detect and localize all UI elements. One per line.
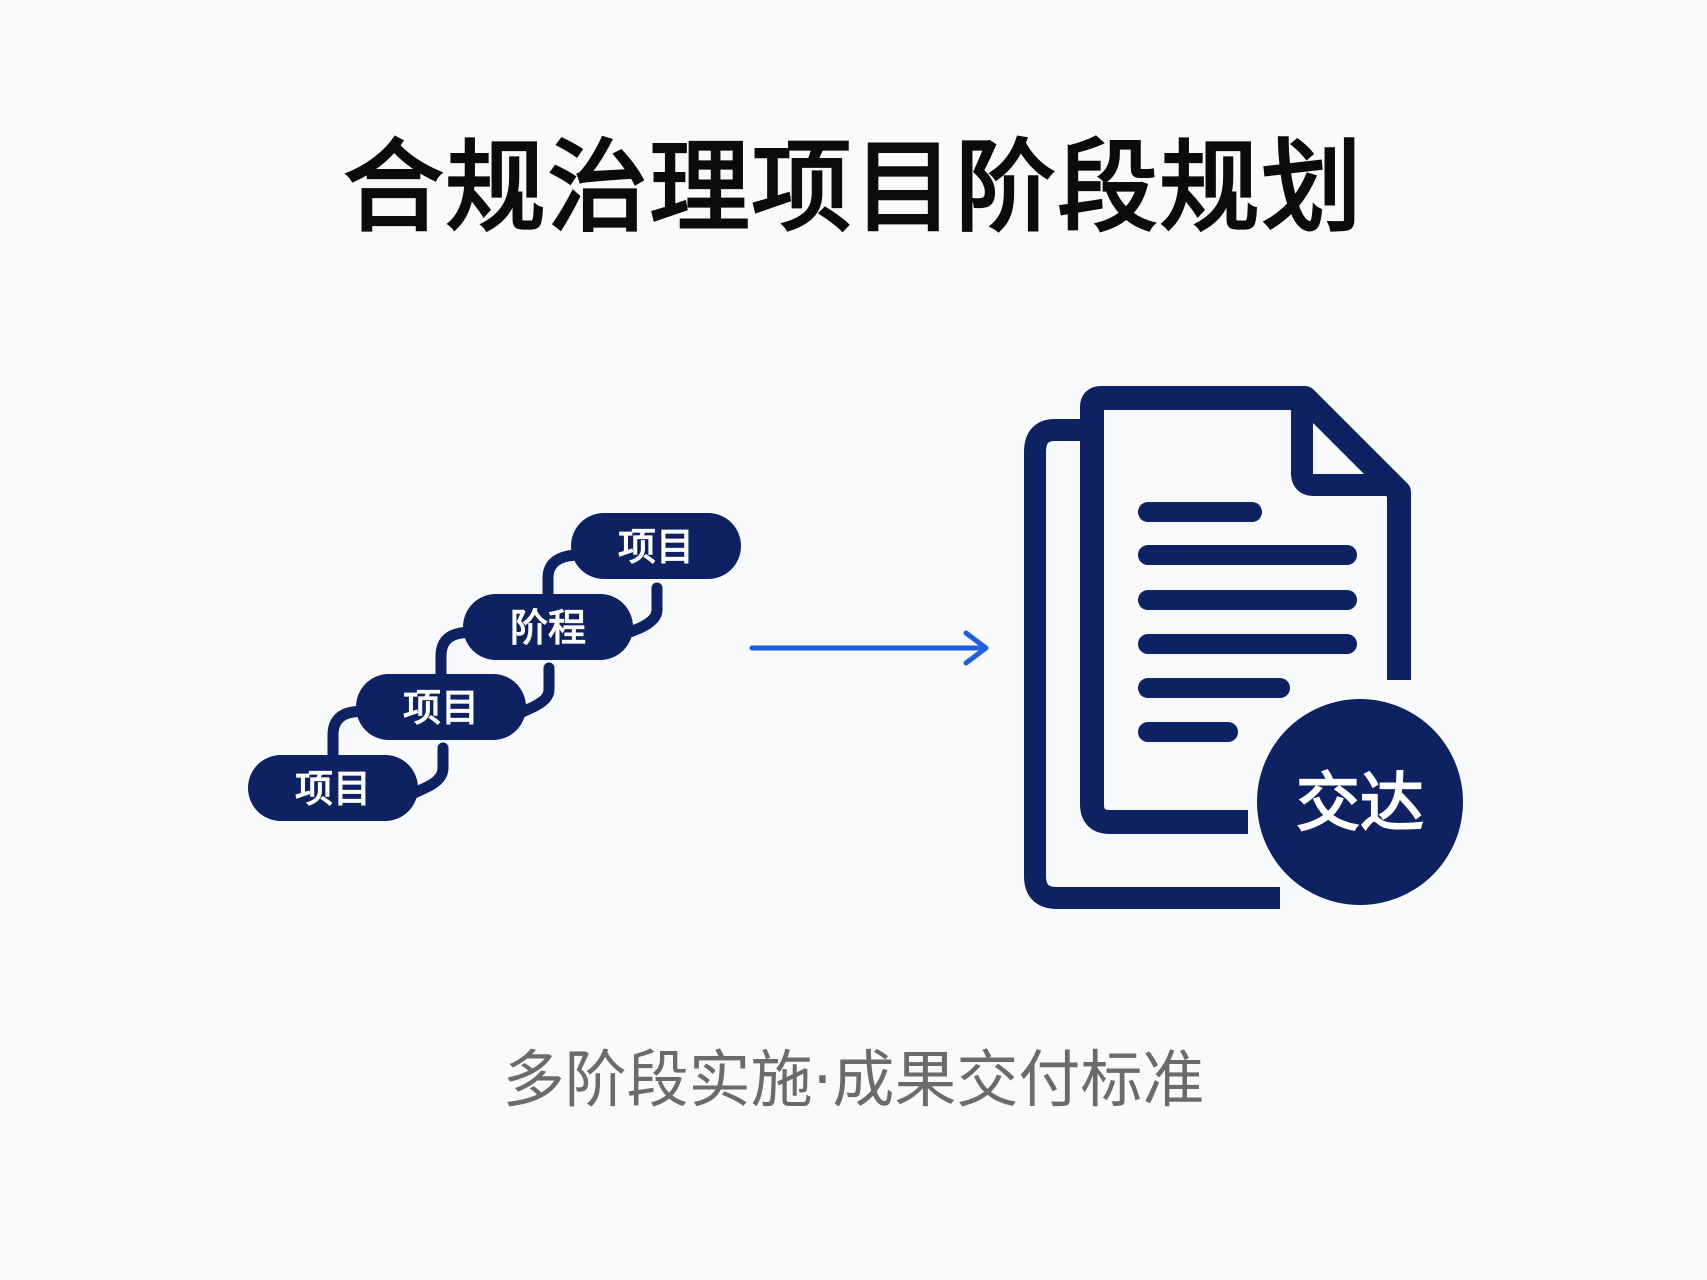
badge-label: 交达 bbox=[1296, 767, 1424, 841]
step-pill-3: 阶程 bbox=[463, 594, 633, 660]
connector-1-2 bbox=[327, 704, 374, 789]
page-title: 合规治理项目阶段规划 bbox=[343, 129, 1364, 246]
document-icon: 交达 bbox=[1024, 386, 1470, 912]
step-label-2: 项目 bbox=[403, 686, 479, 730]
page-subtitle: 多阶段实施·成果交付标准 bbox=[502, 1043, 1205, 1116]
delivery-badge: 交达 bbox=[1250, 692, 1470, 912]
step-pill-2: 项目 bbox=[356, 674, 526, 740]
staircase: 项目 项目 阶程 项目 bbox=[248, 513, 741, 821]
step-label-4: 项目 bbox=[618, 525, 694, 569]
step-pill-4: 项目 bbox=[571, 513, 741, 579]
connector-3-4-right bbox=[619, 582, 663, 640]
document-front-page bbox=[1080, 386, 1411, 834]
step-connectors bbox=[327, 548, 663, 800]
document-fold bbox=[1291, 406, 1392, 496]
document-lines bbox=[1138, 502, 1357, 742]
step-pill-1: 项目 bbox=[248, 755, 418, 821]
connector-1-2-right bbox=[406, 742, 449, 800]
step-label-3: 阶程 bbox=[510, 606, 586, 650]
step-label-1: 项目 bbox=[295, 767, 371, 811]
connector-2-3-right bbox=[512, 662, 555, 720]
connector-3-4 bbox=[542, 548, 588, 631]
document-back-page bbox=[1024, 419, 1280, 909]
arrow-right-icon bbox=[749, 630, 989, 666]
connector-2-3 bbox=[435, 625, 480, 708]
